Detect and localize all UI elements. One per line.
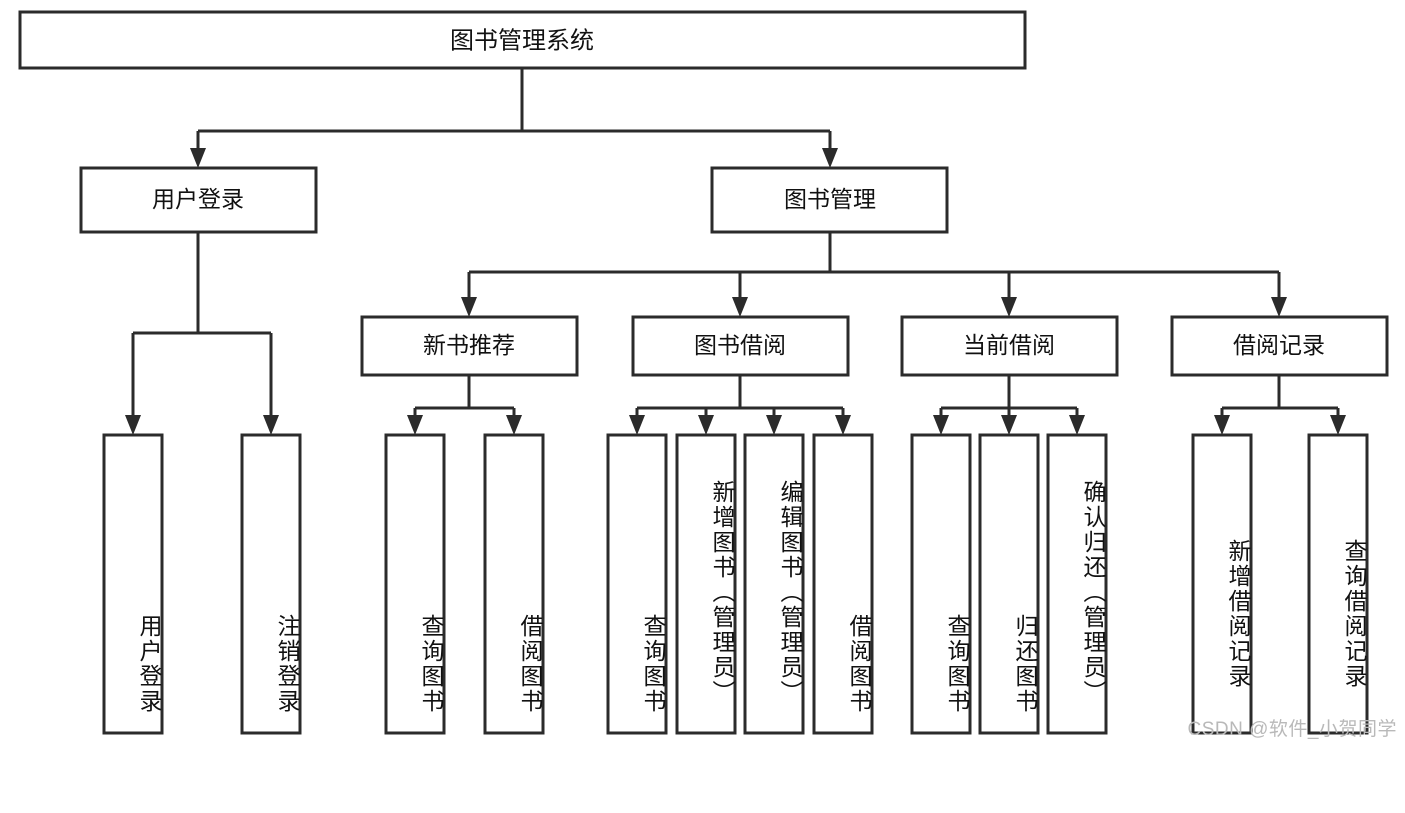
arrow-head-bm-to-current-borrow: [1001, 297, 1017, 317]
arrow-head-br-leaf-1: [1214, 415, 1230, 435]
node-new-book-recommend[interactable]: 新书推荐: [360, 315, 579, 377]
arrow-head-bb-leaf-2: [698, 415, 714, 435]
node-book-management-label: 图书管理: [784, 186, 876, 212]
node-book-borrow-box[interactable]: [631, 315, 850, 377]
node-root-label: 图书管理系统: [450, 27, 594, 54]
leaf-box-new-book-2[interactable]: [483, 433, 545, 735]
leaf-box-book-borrow-1[interactable]: [606, 433, 668, 735]
node-book-management[interactable]: 图书管理: [710, 166, 949, 234]
leaf-box-book-borrow-4[interactable]: [812, 433, 874, 735]
arrow-head-bb-leaf-1: [629, 415, 645, 435]
node-new-book-recommend-label: 新书推荐: [423, 332, 515, 358]
arrow-head-user-login-leaf-1: [125, 415, 141, 435]
node-borrow-record[interactable]: 借阅记录: [1170, 315, 1389, 377]
arrow-head-bm-to-borrow-record: [1271, 297, 1287, 317]
connector-book-management-to-level3: [461, 232, 1287, 317]
node-current-borrow[interactable]: 当前借阅: [900, 315, 1119, 377]
arrow-head-bb-leaf-4: [835, 415, 851, 435]
arrow-head-cb-leaf-1: [933, 415, 949, 435]
connector-current-borrow-to-leaves: [933, 375, 1085, 435]
connector-root-to-level2: [190, 68, 838, 168]
arrow-head-bb-leaf-3: [766, 415, 782, 435]
node-current-borrow-box[interactable]: [900, 315, 1119, 377]
node-user-login-label: 用户登录: [152, 186, 244, 212]
arrow-head-user-login-leaf-2: [263, 415, 279, 435]
leaf-box-borrow-record-2[interactable]: [1307, 433, 1369, 735]
leaf-box-user-login-2[interactable]: [240, 433, 302, 735]
leaf-box-user-login-1[interactable]: [102, 433, 164, 735]
leaf-box-current-borrow-1[interactable]: [910, 433, 972, 735]
node-book-borrow-label: 图书借阅: [694, 332, 786, 358]
arrow-head-bm-to-new-book: [461, 297, 477, 317]
leaf-box-new-book-1[interactable]: [384, 433, 446, 735]
node-borrow-record-label: 借阅记录: [1233, 332, 1325, 358]
leaf-box-borrow-record-1[interactable]: [1191, 433, 1253, 735]
arrow-head-br-leaf-2: [1330, 415, 1346, 435]
leaf-box-book-borrow-2[interactable]: [675, 433, 737, 735]
arrow-head-root-to-book-manage: [822, 148, 838, 168]
leaf-box-current-borrow-3[interactable]: [1046, 433, 1108, 735]
flowchart-svg: 图书管理系统 用户登录 图书管理: [18, 10, 1389, 735]
leaf-box-book-borrow-3[interactable]: [743, 433, 805, 735]
arrow-head-bm-to-book-borrow: [732, 297, 748, 317]
node-user-login[interactable]: 用户登录: [79, 166, 318, 234]
arrow-head-cb-leaf-2: [1001, 415, 1017, 435]
connector-book-borrow-to-leaves: [629, 375, 851, 435]
connector-borrow-record-to-leaves: [1214, 375, 1346, 435]
csdn-watermark: CSDN @软件_小贺同学: [1187, 719, 1397, 740]
node-root-box[interactable]: [18, 10, 1027, 70]
node-new-book-recommend-box[interactable]: [360, 315, 579, 377]
arrow-head-nb-leaf-1: [407, 415, 423, 435]
node-root[interactable]: 图书管理系统: [18, 10, 1027, 70]
node-book-management-box[interactable]: [710, 166, 949, 234]
node-current-borrow-label: 当前借阅: [963, 332, 1055, 358]
diagram-canvas: 图书管理系统 用户登录 图书管理: [18, 10, 1397, 740]
arrow-head-nb-leaf-2: [506, 415, 522, 435]
node-book-borrow[interactable]: 图书借阅: [631, 315, 850, 377]
connector-user-login-to-leaves: [125, 232, 279, 435]
node-borrow-record-box[interactable]: [1170, 315, 1389, 377]
connector-new-book-to-leaves: [407, 375, 522, 435]
arrow-head-cb-leaf-3: [1069, 415, 1085, 435]
arrow-head-root-to-user-login: [190, 148, 206, 168]
leaf-box-current-borrow-2[interactable]: [978, 433, 1040, 735]
